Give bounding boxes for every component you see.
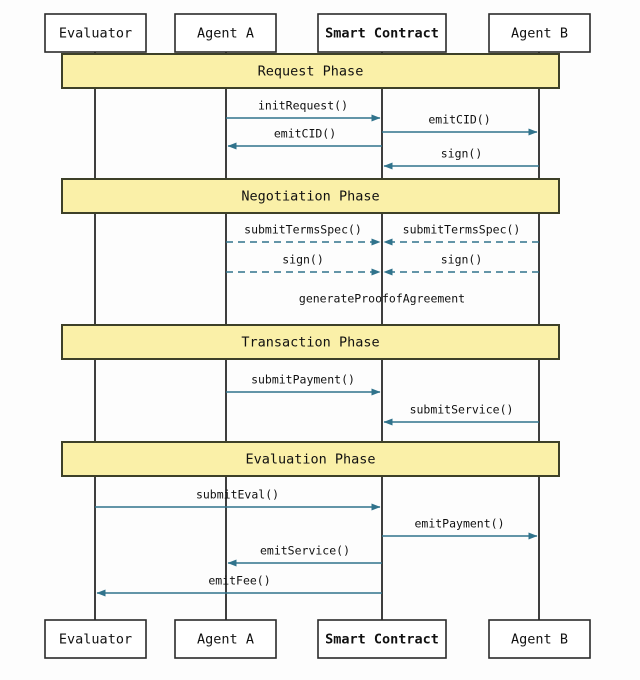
actor-box-rect[interactable] — [174, 619, 277, 659]
message-m14: emitFee() — [96, 574, 382, 597]
message-m3: emitCID() — [227, 127, 382, 150]
phase-rect — [61, 178, 560, 214]
message-label: emitFee() — [208, 574, 270, 588]
phase-band-negotiation-phase: Negotiation Phase — [61, 178, 560, 214]
phase-label: Negotiation Phase — [241, 189, 379, 205]
phase-band-evaluation-phase: Evaluation Phase — [61, 441, 560, 477]
message-m5: submitTermsSpec() — [226, 223, 381, 246]
actor-box-bottom-evaluator[interactable]: Evaluator — [44, 619, 147, 659]
message-label: initRequest() — [258, 99, 348, 113]
message-label: emitCID() — [274, 127, 336, 141]
message-label: submitEval() — [196, 488, 279, 502]
message-label: submitTermsSpec() — [244, 223, 362, 237]
actor-label: Agent A — [197, 26, 254, 42]
actor-label: Smart Contract — [325, 632, 439, 648]
message-label: submitTermsSpec() — [403, 223, 521, 237]
actor-box-top-smart-contract[interactable]: Smart Contract — [317, 13, 447, 53]
message-m8: sign() — [383, 253, 539, 276]
actor-label: Agent B — [511, 632, 568, 648]
message-m1: initRequest() — [226, 99, 381, 122]
message-m11: submitEval() — [95, 488, 381, 511]
phase-label: Transaction Phase — [241, 335, 379, 351]
actor-box-rect[interactable] — [317, 619, 447, 659]
message-label: submitPayment() — [251, 373, 355, 387]
notes-layer: generateProofofAgreement — [299, 292, 465, 306]
note-note-proof: generateProofofAgreement — [299, 292, 465, 306]
actor-box-bottom-agent-a[interactable]: Agent A — [174, 619, 277, 659]
actor-label: Agent A — [197, 632, 254, 648]
phase-band-transaction-phase: Transaction Phase — [61, 324, 560, 360]
phase-label: Evaluation Phase — [245, 452, 375, 468]
actor-label: Agent B — [511, 26, 568, 42]
message-m7: sign() — [226, 253, 381, 276]
actor-box-bottom-smart-contract[interactable]: Smart Contract — [317, 619, 447, 659]
message-label: emitService() — [260, 544, 350, 558]
phase-band-request-phase: Request Phase — [61, 53, 560, 89]
actor-box-rect[interactable] — [488, 13, 591, 53]
message-m10: submitService() — [383, 403, 539, 426]
actor-box-rect[interactable] — [44, 619, 147, 659]
message-label: emitPayment() — [414, 517, 504, 531]
message-m12: emitPayment() — [382, 517, 538, 540]
messages-layer: initRequest() emitCID() emitCID() sign() sub… — [95, 99, 539, 597]
actor-box-rect[interactable] — [44, 13, 147, 53]
actor-box-bottom-agent-b[interactable]: Agent B — [488, 619, 591, 659]
actor-label: Smart Contract — [325, 26, 439, 42]
message-label: submitService() — [410, 403, 514, 417]
message-label: sign() — [441, 253, 483, 267]
message-label: sign() — [441, 147, 483, 161]
message-m6: submitTermsSpec() — [383, 223, 539, 246]
actor-label: Evaluator — [59, 632, 132, 648]
actor-box-top-evaluator[interactable]: Evaluator — [44, 13, 147, 53]
message-m2: emitCID() — [382, 113, 538, 136]
actor-box-rect[interactable] — [317, 13, 447, 53]
phase-rect — [61, 53, 560, 89]
actor-box-rect[interactable] — [174, 13, 277, 53]
actor-label: Evaluator — [59, 26, 132, 42]
phase-rect — [61, 441, 560, 477]
actor-box-top-agent-a[interactable]: Agent A — [174, 13, 277, 53]
message-m13: emitService() — [227, 544, 382, 567]
message-label: sign() — [282, 253, 324, 267]
phase-rect — [61, 324, 560, 360]
actor-box-top-agent-b[interactable]: Agent B — [488, 13, 591, 53]
phase-label: Request Phase — [258, 64, 364, 80]
actor-box-rect[interactable] — [488, 619, 591, 659]
message-label: emitCID() — [428, 113, 490, 127]
message-m4: sign() — [383, 147, 539, 170]
message-m9: submitPayment() — [226, 373, 381, 396]
